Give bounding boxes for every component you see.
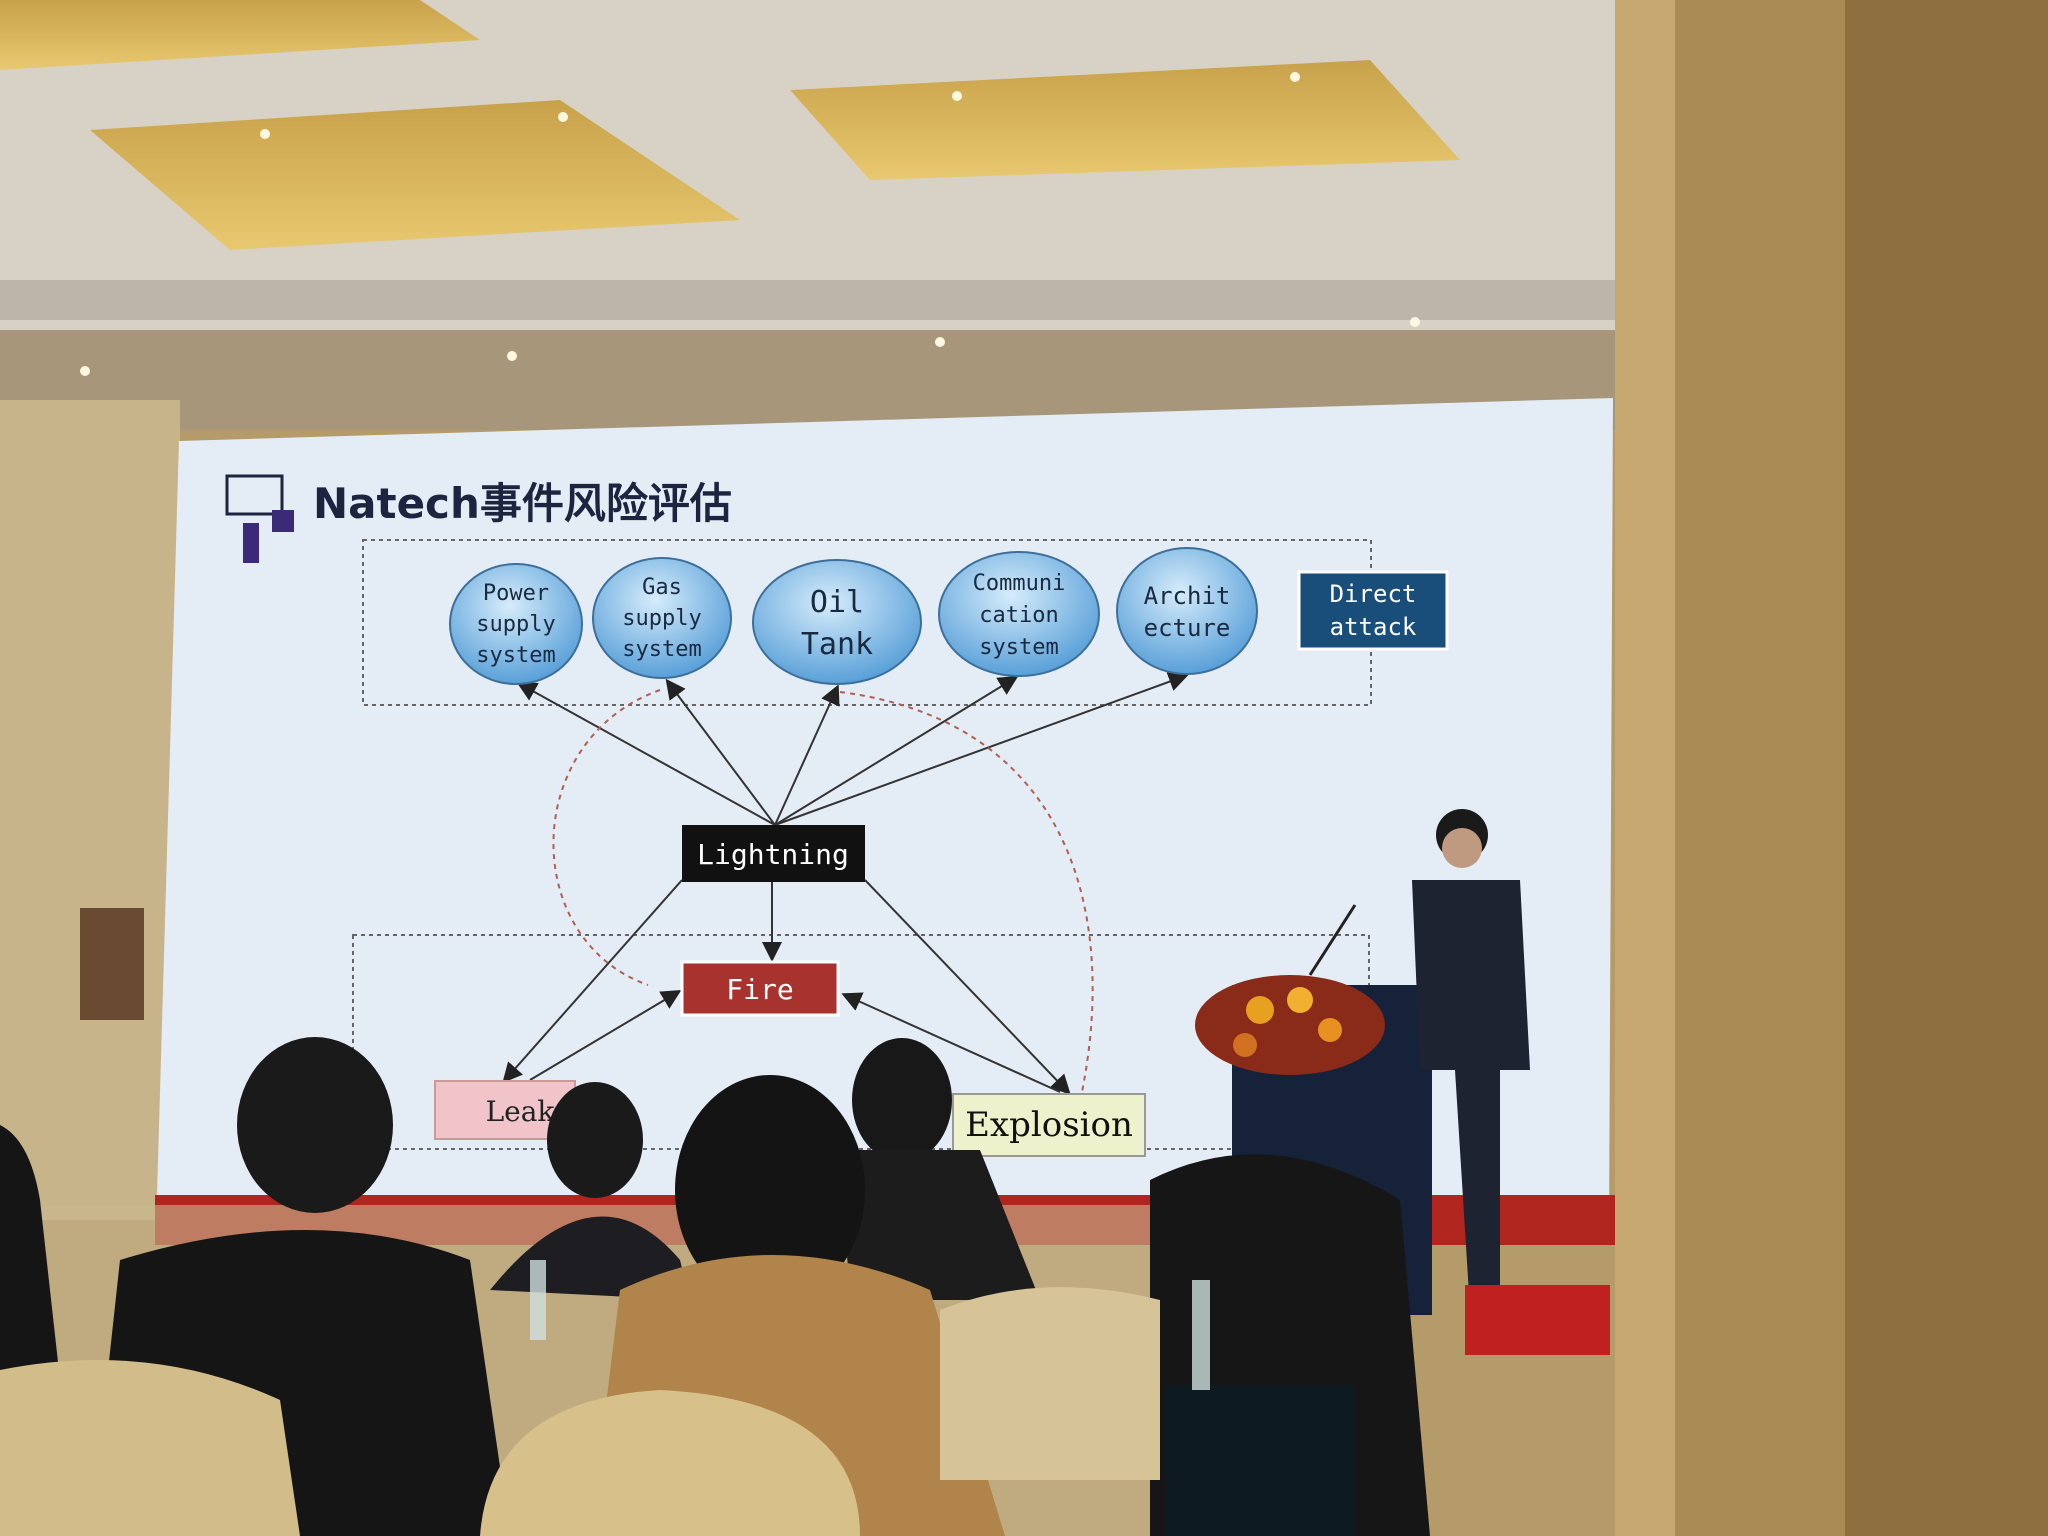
node-label: Oil [810,585,864,620]
node-label: Direct [1330,580,1417,608]
node-label: Explosion [965,1105,1133,1145]
ceiling-coffer [790,60,1460,180]
target-power-supply: Power supply system [449,563,583,685]
ceiling-molding [0,280,1620,320]
target-oil-tank: Oil Tank [752,559,922,685]
ceiling-coffer [90,100,740,250]
slide-title: Natech事件风险评估 [313,479,732,528]
node-label: Tank [801,627,873,662]
target-gas-supply: Gas supply system [592,557,732,679]
pillar-shadow [1845,0,2048,1536]
node-label: cation [979,603,1058,628]
microphone-stand [1308,904,1357,976]
slide-logo-icon [225,474,294,563]
node-label: system [622,637,701,662]
node-label: Power [483,581,549,606]
node-label: Leak [486,1095,556,1128]
explosion-box: Explosion [952,1093,1146,1157]
node-label: supply [622,606,701,631]
direct-attack-box: Direct attack [1297,570,1449,651]
node-label: Lightning [697,838,849,871]
node-label: Gas [642,575,682,600]
target-architecture: Archit ecture [1116,547,1258,675]
pillar-edge [1615,0,1675,1536]
node-label: Archit [1144,582,1231,610]
node-label: Fire [726,973,793,1006]
diagram-arrows [502,672,1189,1095]
speaker [1412,809,1530,1310]
fire-box: Fire [680,960,840,1017]
ceiling-lights [80,72,1420,376]
target-communication: Communi cation system [938,551,1100,677]
wall-plaque [80,908,144,1020]
stage [1465,1285,1610,1355]
node-label: system [979,635,1058,660]
node-label: supply [476,612,555,637]
node-label: Communi [973,571,1066,596]
node-label: ecture [1144,614,1231,642]
flower-arrangement [1195,975,1385,1075]
node-label: system [476,643,555,668]
node-label: attack [1330,613,1417,641]
audience [0,1037,1430,1536]
ceiling-coffer [0,0,480,70]
lightning-box: Lightning [682,825,865,882]
left-wall [0,400,180,1220]
